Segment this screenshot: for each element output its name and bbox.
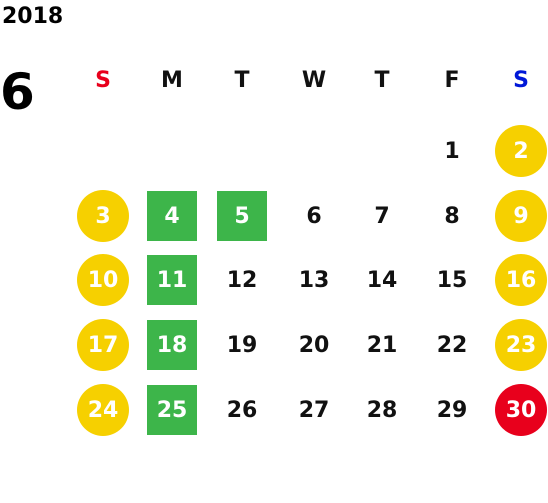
weekend-day-cell[interactable]: 23: [495, 319, 547, 371]
weekend-day-cell[interactable]: 17: [77, 319, 129, 371]
day-cell[interactable]: 27: [298, 397, 330, 423]
highlighted-day-cell[interactable]: 4: [147, 191, 197, 241]
day-cell[interactable]: 21: [366, 332, 398, 358]
holiday-day-cell[interactable]: 30: [495, 384, 547, 436]
weekday-label: S: [513, 68, 529, 93]
day-cell[interactable]: 22: [436, 332, 468, 358]
day-cell[interactable]: 1: [444, 138, 460, 164]
weekday-label: M: [161, 68, 183, 93]
weekend-day-cell[interactable]: 24: [77, 384, 129, 436]
day-cell[interactable]: 15: [436, 267, 468, 293]
day-cell[interactable]: 28: [366, 397, 398, 423]
weekend-day-cell[interactable]: 2: [495, 125, 547, 177]
weekday-label: T: [374, 68, 390, 93]
day-cell[interactable]: 8: [444, 203, 460, 229]
weekend-day-cell[interactable]: 16: [495, 254, 547, 306]
weekend-day-cell[interactable]: 10: [77, 254, 129, 306]
weekday-label: F: [444, 68, 460, 93]
day-cell[interactable]: 12: [226, 267, 258, 293]
day-cell[interactable]: 29: [436, 397, 468, 423]
year-label: 2018: [2, 4, 64, 29]
day-cell[interactable]: 14: [366, 267, 398, 293]
highlighted-day-cell[interactable]: 25: [147, 385, 197, 435]
highlighted-day-cell[interactable]: 18: [147, 320, 197, 370]
day-cell[interactable]: 20: [298, 332, 330, 358]
weekend-day-cell[interactable]: 3: [77, 190, 129, 242]
day-cell[interactable]: 6: [306, 203, 322, 229]
day-cell[interactable]: 7: [374, 203, 390, 229]
day-cell[interactable]: 26: [226, 397, 258, 423]
day-cell[interactable]: 19: [226, 332, 258, 358]
highlighted-day-cell[interactable]: 5: [217, 191, 267, 241]
weekday-label: T: [234, 68, 250, 93]
highlighted-day-cell[interactable]: 11: [147, 255, 197, 305]
day-cell[interactable]: 13: [298, 267, 330, 293]
weekday-label: S: [95, 68, 111, 93]
weekend-day-cell[interactable]: 9: [495, 190, 547, 242]
weekday-label: W: [301, 68, 327, 93]
month-label: 6: [0, 63, 35, 121]
